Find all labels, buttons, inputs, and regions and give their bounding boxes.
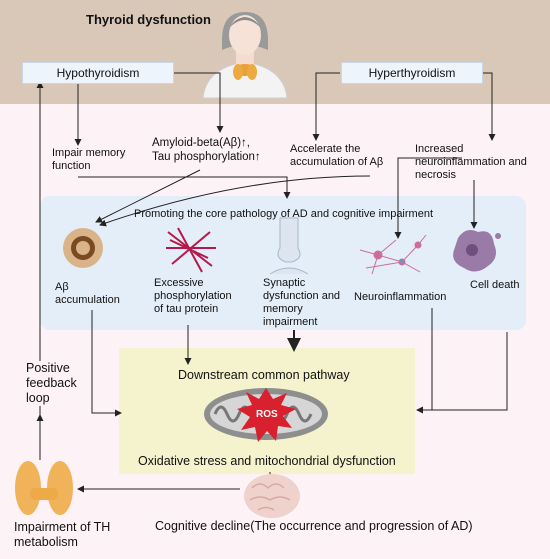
thyroid-gland-illustration xyxy=(15,461,73,515)
core-pathology-title: Promoting the core pathology of AD and c… xyxy=(134,208,433,220)
hyperthyroidism-box: Hyperthyroidism xyxy=(341,62,483,84)
cognitive-decline-label: Cognitive decline(The occurrence and pro… xyxy=(155,519,473,533)
cell-death-label: Cell death xyxy=(470,279,520,291)
mitochondrion-illustration xyxy=(204,388,328,442)
brain-illustration xyxy=(244,474,300,518)
ab-plaque-illustration xyxy=(63,228,103,268)
oxidative-stress-label: Oxidative stress and mitochondrial dysfu… xyxy=(138,454,396,468)
cell-death-illustration xyxy=(453,230,501,272)
neuroinflammation-illustration xyxy=(359,234,427,275)
patient-thyroid-illustration xyxy=(202,12,288,99)
ros-label: ROS xyxy=(256,409,278,420)
tau-tangle-illustration xyxy=(166,227,216,273)
diagram-title: Thyroid dysfunction xyxy=(86,12,211,27)
synapse-illustration xyxy=(269,217,309,275)
neuroinflammation-label: Neuroinflammation xyxy=(354,291,447,303)
hypothyroidism-box: Hypothyroidism xyxy=(22,62,174,84)
amyloid-tau-label: Amyloid-beta(Aβ)↑,Tau phosphorylation↑ xyxy=(152,137,261,163)
ros-burst-icon xyxy=(237,388,296,442)
downstream-pathway-title: Downstream common pathway xyxy=(178,368,350,382)
